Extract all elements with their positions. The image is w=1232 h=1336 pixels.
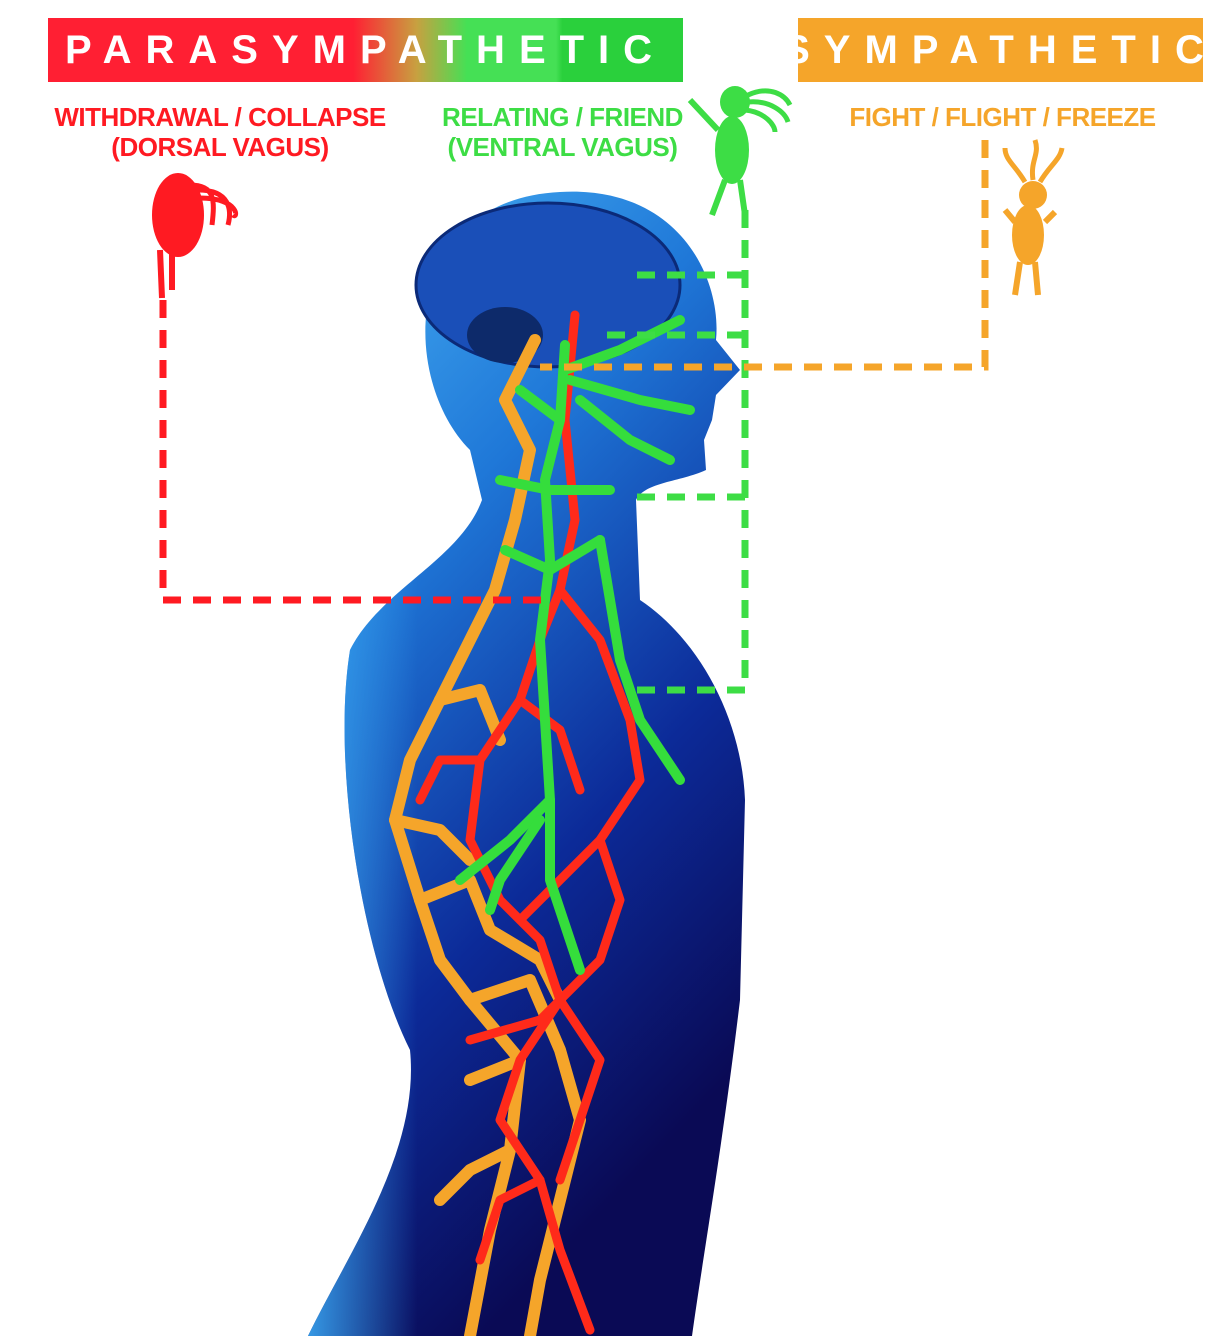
ventral-line1: RELATING / FRIEND — [442, 102, 683, 132]
friend-figure-icon — [687, 86, 793, 217]
sympathetic-caption: FIGHT / FLIGHT / FREEZE — [840, 102, 1165, 132]
dorsal-vagus-caption: WITHDRAWAL / COLLAPSE (DORSAL VAGUS) — [40, 102, 400, 162]
connector-lines — [159, 140, 989, 694]
human-body-silhouette — [308, 191, 745, 1336]
dorsal-connector — [159, 300, 550, 604]
parasympathetic-label: PARASYMPATHETIC — [64, 27, 667, 72]
ventral-vagus-nerves — [455, 315, 695, 975]
dorsal-line2: (DORSAL VAGUS) — [111, 132, 329, 162]
fight-flight-figure-icon — [1002, 139, 1065, 296]
parasympathetic-banner: PARASYMPATHETIC — [48, 18, 683, 82]
collapse-figure-icon — [152, 173, 239, 299]
sympathetic-line1: FIGHT / FLIGHT / FREEZE — [849, 102, 1156, 132]
dorsal-line1: WITHDRAWAL / COLLAPSE — [54, 102, 386, 132]
ventral-line2: (VENTRAL VAGUS) — [447, 132, 678, 162]
ventral-vagus-caption: RELATING / FRIEND (VENTRAL VAGUS) — [430, 102, 695, 162]
sympathetic-label: SYMPATHETIC — [783, 27, 1218, 72]
sympathetic-banner: SYMPATHETIC — [783, 18, 1204, 82]
sympathetic-connector — [540, 140, 989, 371]
